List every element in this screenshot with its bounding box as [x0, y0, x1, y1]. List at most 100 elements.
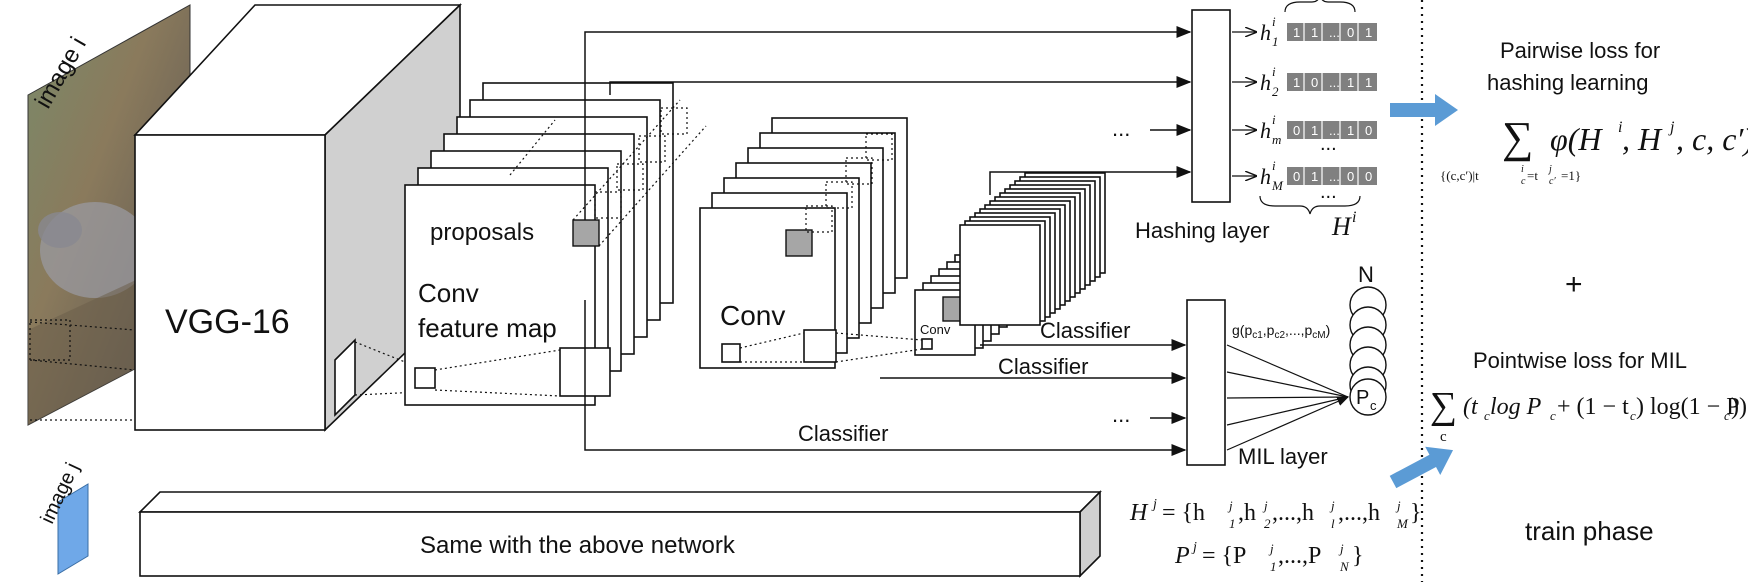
hashing-connections: ...: [584, 26, 1192, 220]
conv-feature-map-stack: [404, 82, 707, 406]
svg-text:=t: =t: [1527, 168, 1538, 183]
proposal-grid-cell: [660, 107, 688, 135]
hash-code-name: h: [1260, 118, 1271, 143]
pairwise-line-1: Pairwise loss for: [1500, 38, 1660, 63]
image-region: [29, 319, 71, 361]
svg-text:j: j: [1191, 540, 1197, 555]
image-j-square: [57, 483, 89, 575]
roi-large-2: [803, 329, 837, 363]
hash-bit: ...: [1329, 75, 1340, 90]
hash-bit: 0: [1365, 123, 1372, 138]
svg-text:1: 1: [1229, 516, 1236, 531]
bottom-brace: [1259, 195, 1361, 215]
feature-map-label: feature map: [418, 313, 557, 343]
proposal-grid-cell: [594, 191, 622, 219]
hash-bit: ...: [1329, 25, 1340, 40]
hash-bit: ...: [1329, 123, 1340, 138]
Hi-sup: i: [1352, 209, 1356, 226]
hash-code-sup: i: [1272, 112, 1276, 127]
svg-text:c: c: [1630, 408, 1636, 423]
svg-text:P: P: [1174, 543, 1190, 569]
pointwise-formula: ∑ c (t c log P c + (1 − t c ) log(1 − P …: [1430, 385, 1747, 445]
svg-text:j: j: [1151, 497, 1157, 512]
pairwise-formula: ∑ φ(H i , H j , c, c′) {(c,c′)|t c i =t …: [1440, 113, 1748, 187]
hash-bit: 1: [1311, 25, 1318, 40]
proposal-grid-cell-2: [805, 205, 833, 233]
svg-text:= {P: = {P: [1202, 543, 1246, 569]
hash-bit: 0: [1365, 169, 1372, 184]
svg-text:j: j: [1547, 164, 1552, 175]
svg-text:,...,P: ,...,P: [1278, 543, 1321, 569]
mil-connections: ... Classifier Classifier Classifier: [584, 300, 1187, 456]
pj-formula: P j = {P 1 j ,...,P N j }: [1174, 540, 1364, 574]
hash-code-sub: 2: [1272, 84, 1279, 99]
svg-text:M: M: [1396, 516, 1409, 531]
Hi-symbol: H: [1331, 212, 1352, 241]
same-network-block: Same with the above network: [138, 490, 1102, 578]
svg-text:,h: ,h: [1238, 500, 1256, 526]
same-network-label: Same with the above network: [420, 532, 736, 559]
svg-text:j: j: [1338, 541, 1344, 556]
svg-text:2: 2: [1264, 516, 1271, 531]
hash-bit: 0: [1293, 169, 1300, 184]
svg-text:j: j: [1395, 498, 1401, 513]
classifier-label-1: Classifier: [1040, 318, 1130, 343]
proposal-grid-cell-2: [845, 157, 873, 185]
hash-bit: 1: [1311, 169, 1318, 184]
vgg16-label: VGG-16: [165, 303, 290, 341]
hash-bit: 1: [1365, 75, 1372, 90]
svg-text:l: l: [1331, 516, 1335, 531]
svg-text:, H: , H: [1622, 121, 1663, 157]
hashing-layer: [1191, 9, 1231, 203]
plus-sign: +: [1565, 268, 1583, 301]
blue-arrow-bottom: [1389, 446, 1454, 489]
mil-layer-label: MIL layer: [1238, 444, 1328, 469]
hash-bit: 1: [1311, 123, 1318, 138]
svg-text:}: }: [1410, 500, 1422, 526]
svg-text:(t: (t: [1463, 394, 1479, 420]
train-phase-label: train phase: [1525, 516, 1654, 546]
hashing-layer-label: Hashing layer: [1135, 218, 1270, 243]
hash-code-name: h: [1260, 20, 1271, 45]
svg-text:∑: ∑: [1502, 113, 1533, 162]
svg-text:c′: c′: [1549, 176, 1556, 187]
svg-text:c: c: [1440, 429, 1447, 445]
pc-label: P: [1356, 387, 1369, 409]
proposal-grid-cell-2: [825, 181, 853, 209]
svg-text:,...,h: ,...,h: [1338, 500, 1380, 526]
proposal-cell: [572, 219, 600, 247]
pointwise-label: Pointwise loss for MIL: [1473, 348, 1687, 373]
proposal-cell-2: [785, 229, 813, 257]
svg-text:,...,h: ,...,h: [1272, 500, 1314, 526]
conv-label-3: Conv: [920, 322, 951, 337]
pc-circle: [1349, 378, 1387, 416]
svg-text:c: c: [1724, 408, 1730, 423]
mil-layer: [1186, 299, 1226, 466]
pc-sub: c: [1370, 398, 1377, 413]
blue-arrow-top: [1390, 94, 1458, 126]
svg-text:c: c: [1484, 408, 1490, 423]
hash-bit: 1: [1347, 75, 1354, 90]
hash-code-sub: M: [1271, 178, 1284, 193]
svg-text:=1}: =1}: [1561, 168, 1581, 183]
hash-bit: 1: [1293, 75, 1300, 90]
svg-text:1: 1: [1270, 559, 1277, 574]
classifier-label-2: Classifier: [998, 354, 1088, 379]
svg-text:= {h: = {h: [1162, 500, 1205, 526]
svg-text:∑: ∑: [1430, 385, 1457, 427]
conv-label-2: Conv: [720, 300, 785, 331]
svg-text:N: N: [1339, 559, 1350, 574]
svg-text:c: c: [1550, 408, 1556, 423]
svg-text:j: j: [1668, 119, 1675, 136]
hash-bit: 0: [1293, 123, 1300, 138]
conv-label-1: Conv: [418, 278, 479, 308]
svg-text:c: c: [1521, 176, 1526, 187]
svg-text:i: i: [1618, 119, 1622, 136]
hash-bit: ...: [1329, 169, 1340, 184]
hash-code-bar: [1287, 23, 1377, 41]
svg-text:{(c,c′)|t: {(c,c′)|t: [1440, 168, 1479, 183]
svg-text:H: H: [1129, 500, 1149, 526]
svg-text:j: j: [1227, 498, 1233, 513]
